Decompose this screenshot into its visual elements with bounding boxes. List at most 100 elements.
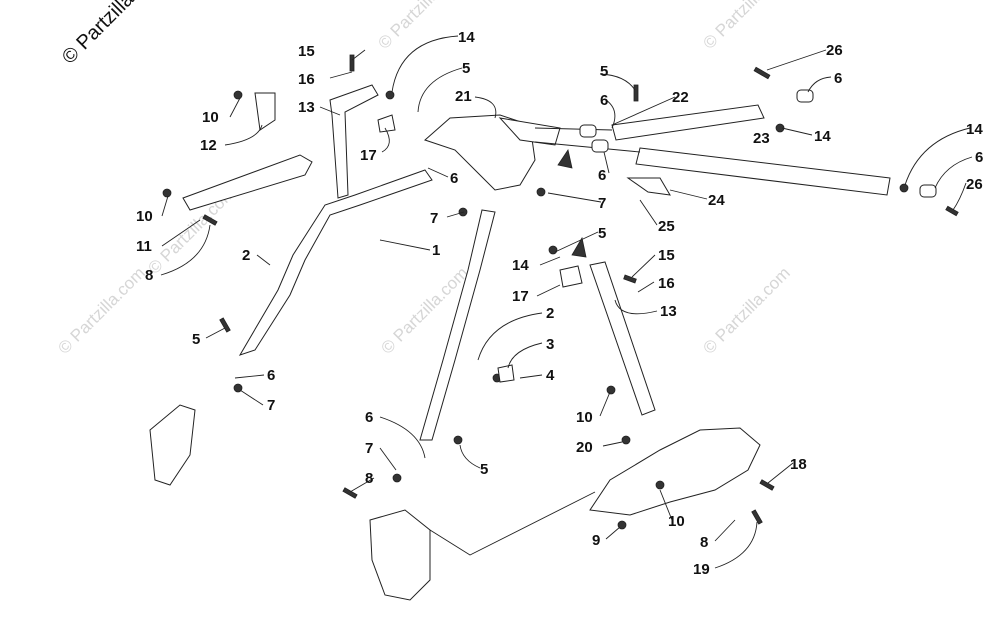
callout-label: 2: [546, 305, 554, 322]
callout-label: 4: [546, 367, 555, 384]
nut: [385, 90, 395, 100]
callout-label: 6: [365, 409, 373, 426]
callout-label: 13: [298, 99, 315, 116]
lower-tube: [635, 147, 891, 196]
clamp: [559, 265, 583, 288]
frame-right: [589, 427, 761, 516]
mount-bracket: [626, 177, 671, 196]
callout-label: 6: [450, 170, 458, 187]
copyright-text: © Partzilla: [58, 0, 139, 69]
callout-label: 15: [298, 43, 315, 60]
callout-label: 5: [192, 331, 200, 348]
callout-label: 19: [693, 561, 710, 578]
bolt: [945, 205, 959, 217]
frame-center: [369, 509, 431, 601]
watermark-text: © Partzilla.com: [699, 263, 793, 357]
bolt: [219, 317, 231, 333]
callout-label: 11: [136, 238, 152, 255]
bolt: [759, 479, 775, 491]
callout-label: 14: [458, 29, 475, 46]
nut: [233, 90, 243, 100]
upper-tube: [611, 104, 765, 141]
callout-label: 5: [598, 225, 606, 242]
nut: [392, 473, 402, 483]
callout-label: 7: [267, 397, 275, 414]
callout-label: 12: [200, 137, 217, 154]
nut: [453, 435, 463, 445]
watermark-text: © Partzilla.com: [374, 0, 468, 53]
nut: [621, 435, 631, 445]
nut: [162, 188, 172, 198]
callout-label: 2: [242, 247, 250, 264]
callout-label: 17: [512, 288, 529, 305]
bushing: [591, 139, 609, 153]
steering-bracket-ear: [498, 117, 561, 146]
callout-label: 14: [966, 121, 983, 138]
callout-label: 6: [975, 149, 983, 166]
callout-label: 7: [365, 440, 373, 457]
bushing: [579, 124, 597, 138]
steering-tube-left: [238, 169, 433, 356]
callout-label: 17: [360, 147, 377, 164]
callout-label: 5: [462, 60, 470, 77]
watermark-text: © Partzilla.com: [54, 263, 148, 357]
stay-right: [589, 261, 656, 416]
leader-lines: [160, 35, 973, 569]
callout-label: 8: [145, 267, 153, 284]
nut: [548, 245, 558, 255]
callout-label: 14: [814, 128, 831, 145]
bushing: [919, 184, 937, 198]
frame-left: [149, 404, 196, 486]
nut: [775, 123, 785, 133]
callout-label: 8: [700, 534, 708, 551]
stay-left: [329, 84, 379, 199]
watermark-text: © Partzilla.com: [699, 0, 793, 53]
clamp: [377, 114, 396, 133]
callout-label: 25: [658, 218, 675, 235]
nut: [899, 183, 909, 193]
nut: [655, 480, 665, 490]
callout-label: 13: [660, 303, 677, 320]
callout-label: 8: [365, 470, 373, 487]
callout-label: 16: [658, 275, 675, 292]
callout-label: 6: [598, 167, 606, 184]
nut: [536, 187, 546, 197]
callout-label: 1: [432, 242, 440, 259]
callout-label: 3: [546, 336, 554, 353]
callout-label: 9: [592, 532, 600, 549]
clamp: [497, 364, 515, 383]
bolt: [202, 214, 218, 226]
steering-bracket: [424, 114, 536, 191]
callout-label: 10: [576, 409, 593, 426]
callout-label: 6: [267, 367, 275, 384]
arrow-marker: [557, 148, 573, 169]
arrow-marker: [571, 236, 587, 258]
callout-label: 15: [658, 247, 675, 264]
bolt: [633, 84, 639, 102]
nut: [606, 385, 616, 395]
callout-label: 18: [790, 456, 807, 473]
callout-label: 22: [672, 89, 689, 106]
callout-label: 6: [600, 92, 608, 109]
bolt: [751, 509, 763, 525]
callout-label: 21: [455, 88, 472, 105]
callout-label: 26: [966, 176, 983, 193]
brace-left-bracket: [254, 92, 276, 131]
callout-label: 10: [136, 208, 153, 225]
callout-label: 24: [708, 192, 725, 209]
callout-label: 7: [430, 210, 438, 227]
brace-left: [182, 154, 313, 211]
callout-label: 10: [668, 513, 685, 530]
bolt: [753, 66, 771, 80]
callout-label: 10: [202, 109, 219, 126]
callout-label: 26: [826, 42, 843, 59]
callout-label: 7: [598, 195, 606, 212]
callout-label: 14: [512, 257, 529, 274]
bushing: [796, 89, 814, 103]
steering-tube-center: [419, 209, 496, 441]
callout-labels: 15 16 13 10 12 14 5 21 17 6 7 1 10 11 8 …: [136, 29, 983, 578]
callout-label: 5: [480, 461, 488, 478]
callout-label: 6: [834, 70, 842, 87]
